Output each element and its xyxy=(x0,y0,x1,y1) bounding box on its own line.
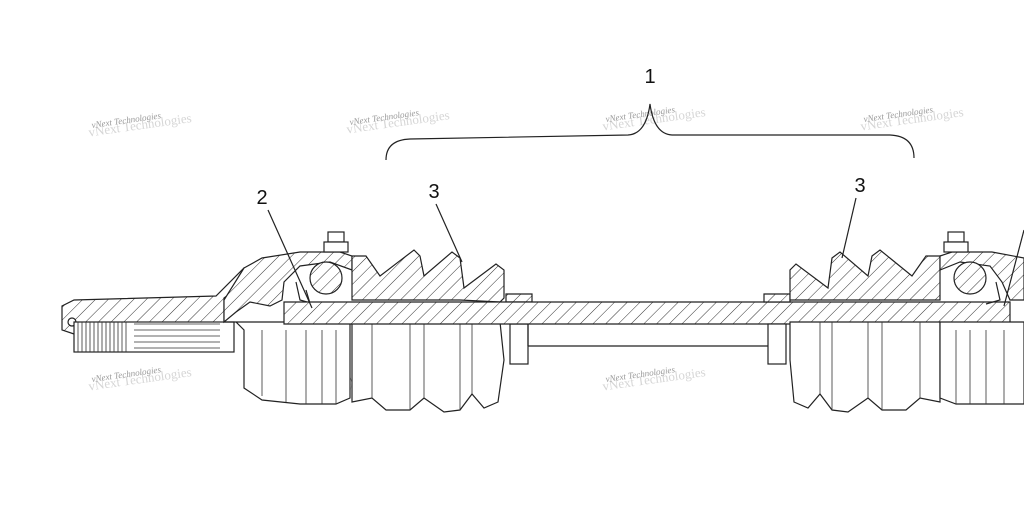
cv-ball xyxy=(953,261,987,295)
threaded-end xyxy=(77,322,127,352)
left-cv-joint-housing xyxy=(223,231,353,405)
cv-ball xyxy=(309,261,343,295)
callout-3-right: 3 xyxy=(854,175,865,197)
splines xyxy=(134,323,220,349)
leader-line-2 xyxy=(267,209,313,309)
callout-bracket-1 xyxy=(385,103,915,161)
leader-line-edge xyxy=(1003,229,1024,307)
left-cv-boot xyxy=(351,249,533,413)
leader-lines xyxy=(267,197,1024,309)
leader-line-3-left xyxy=(435,203,463,263)
right-cv-joint-housing xyxy=(939,231,1024,405)
leader-line-3-right xyxy=(841,197,857,259)
callout-3-left: 3 xyxy=(428,181,439,203)
right-cv-boot xyxy=(763,249,941,413)
callout-1: 1 xyxy=(644,66,655,88)
callout-2: 2 xyxy=(256,187,267,209)
left-stub-shaft xyxy=(61,267,251,353)
